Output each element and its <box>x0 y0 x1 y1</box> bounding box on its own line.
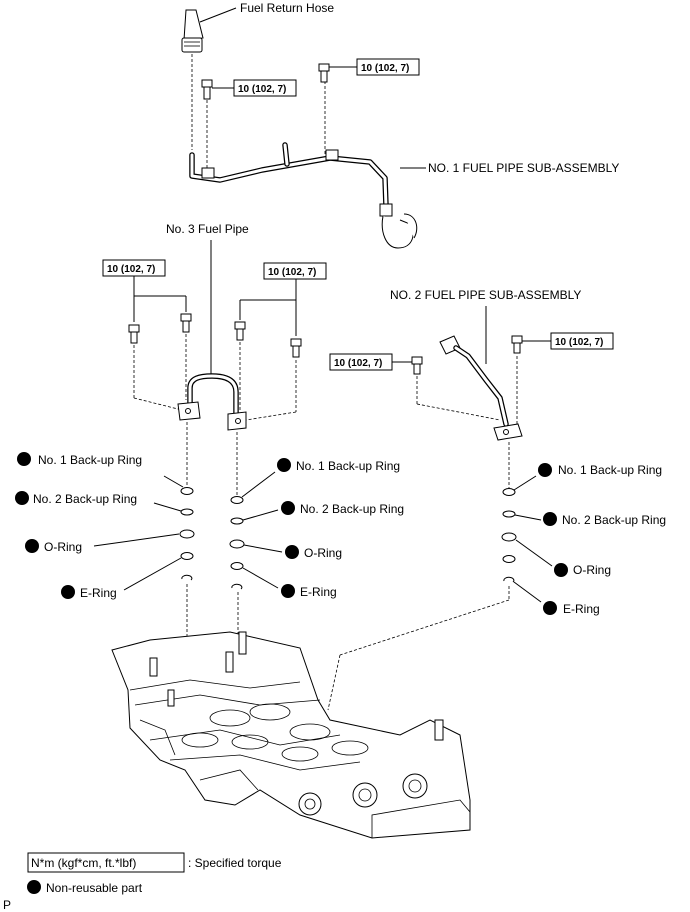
non-reusable-icon <box>61 585 75 599</box>
bolt <box>201 79 213 100</box>
non-reusable-icon <box>15 491 29 505</box>
non-reusable-icon <box>25 539 39 553</box>
bolt <box>318 63 330 83</box>
non-reusable-icon <box>554 563 568 577</box>
middle-ering-label: E-Ring <box>300 585 337 599</box>
non-reusable-icon <box>543 601 557 615</box>
legend: N*m (kgf*cm, ft.*lbf) : Specified torque… <box>27 852 282 895</box>
bolt <box>511 335 523 354</box>
non-reusable-icon <box>285 545 299 559</box>
legend-non-reusable: Non-reusable part <box>46 881 143 895</box>
svg-text:10 (102, 7): 10 (102, 7) <box>268 267 316 278</box>
no2-fuel-pipe <box>439 335 523 441</box>
torque-box: 10 (102, 7) <box>522 332 614 350</box>
fuel-return-hose <box>181 7 237 53</box>
no2-fuel-pipe-label: NO. 2 FUEL PIPE SUB-ASSEMBLY <box>390 288 581 302</box>
svg-text:10 (102, 7): 10 (102, 7) <box>555 337 603 348</box>
svg-text:10 (102, 7): 10 (102, 7) <box>107 264 155 275</box>
middle-backup1-label: No. 1 Back-up Ring <box>296 459 400 473</box>
left-backup1-label: No. 1 Back-up Ring <box>38 453 142 467</box>
svg-text:10 (102, 7): 10 (102, 7) <box>361 63 409 74</box>
no3-fuel-pipe-label: No. 3 Fuel Pipe <box>166 222 249 236</box>
ring-stack-right <box>501 488 517 583</box>
no1-fuel-pipe <box>189 142 426 249</box>
svg-text:10 (102, 7): 10 (102, 7) <box>334 358 382 369</box>
left-ering-label: E-Ring <box>80 586 117 600</box>
bolt <box>180 313 192 333</box>
non-reusable-icon <box>281 501 295 515</box>
right-oring-label: O-Ring <box>573 563 611 577</box>
right-ering-label: E-Ring <box>563 602 600 616</box>
fuel-return-hose-label: Fuel Return Hose <box>240 1 334 15</box>
left-backup2-label: No. 2 Back-up Ring <box>33 492 137 506</box>
middle-oring-label: O-Ring <box>304 546 342 560</box>
non-reusable-icon <box>543 512 557 526</box>
non-reusable-icon <box>538 463 552 477</box>
no3-fuel-pipe <box>177 373 247 431</box>
left-oring-label: O-Ring <box>44 540 82 554</box>
bolt <box>411 356 423 375</box>
engine-illustration <box>111 631 471 839</box>
no1-fuel-pipe-label: NO. 1 FUEL PIPE SUB-ASSEMBLY <box>428 161 619 175</box>
torque-box: 10 (102, 7) <box>212 79 297 97</box>
bolt <box>234 321 246 341</box>
non-reusable-icon <box>281 584 295 598</box>
non-reusable-icon <box>277 458 291 472</box>
corner-code: P <box>3 898 11 912</box>
torque-box: 10 (102, 7) <box>239 262 327 336</box>
middle-backup2-label: No. 2 Back-up Ring <box>300 502 404 516</box>
ring-stack-left <box>179 487 195 581</box>
svg-text:10 (102, 7): 10 (102, 7) <box>238 84 286 95</box>
non-reusable-icon <box>17 452 31 466</box>
right-backup2-label: No. 2 Back-up Ring <box>562 513 666 527</box>
legend-torque-desc: : Specified torque <box>188 856 282 870</box>
torque-box: 10 (102, 7) <box>329 58 420 76</box>
non-reusable-icon <box>27 880 41 894</box>
bolt <box>128 324 140 344</box>
bolt <box>290 338 302 358</box>
legend-torque-unit: N*m (kgf*cm, ft.*lbf) <box>31 856 136 870</box>
torque-box: 10 (102, 7) <box>329 353 412 371</box>
right-backup1-label: No. 1 Back-up Ring <box>558 463 662 477</box>
torque-box: 10 (102, 7) <box>102 259 187 322</box>
ring-stack-middle <box>229 496 245 590</box>
